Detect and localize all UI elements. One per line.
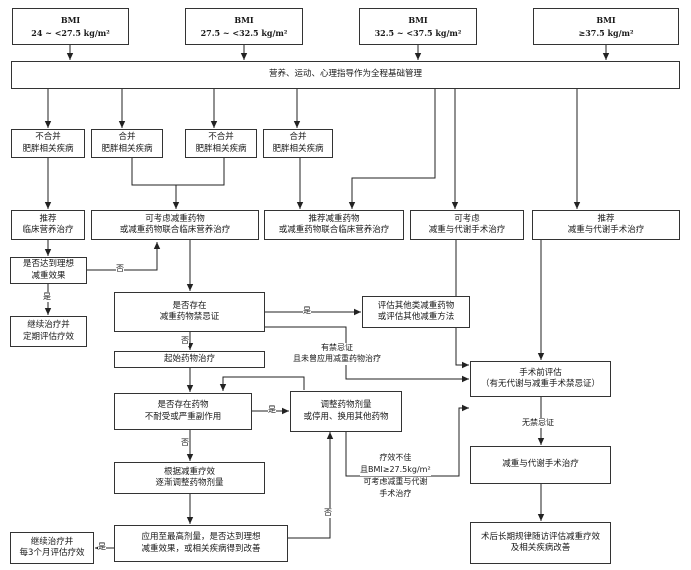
bmi-range: ≥37.5 kg/m² (578, 27, 634, 38)
poor-line4: 手术治疗 (379, 489, 412, 498)
drug-contraindication-box: 是否存在 减重药物禁忌证 (114, 292, 265, 332)
titrate-line1: 根据减重疗效 (163, 466, 215, 477)
bmi-box-4: BMI ≥37.5 kg/m² (533, 8, 679, 45)
comorbidity-line2: 肥胖相关疾病 (22, 143, 74, 154)
bmi-box-1: BMI 24 ~ <27.5 kg/m² (12, 8, 129, 45)
label-no-maxdose: 否 (324, 508, 332, 519)
comorbidity-line1: 合并 (118, 132, 136, 143)
treatment-line2: 或减重药物联合临床营养治疗 (278, 225, 390, 235)
poor-line3: 可考虑减重与代谢 (363, 477, 428, 486)
start-drug-box: 起始药物治疗 (114, 351, 265, 368)
treatment-box-consider-drug: 可考虑减重药物 或减重药物联合临床营养治疗 (91, 210, 259, 240)
continue3-line2: 每3个月评估疗效 (19, 548, 85, 558)
contra-note-line1: 有禁忌证 (321, 343, 353, 352)
bmi-title: BMI (60, 15, 81, 26)
label-yes-contra: 是 (303, 306, 311, 317)
comorbidity-box-2: 合并 肥胖相关疾病 (91, 129, 163, 158)
treatment-line2: 临床营养治疗 (22, 225, 74, 235)
poor-line1: 疗效不佳 (379, 453, 412, 462)
treatment-box-recommend-surgery: 推荐 减重与代谢手术治疗 (532, 210, 680, 240)
preop-line2: （有无代谢与减重手术禁忌证） (480, 379, 600, 389)
continue-line2: 定期评估疗效 (22, 331, 74, 342)
continue3-line1: 继续治疗并 (30, 536, 74, 547)
contra-line2: 减重药物禁忌证 (159, 312, 220, 322)
treatment-box-nutrition: 推荐 临床营养治疗 (11, 210, 85, 240)
bmi-range: 27.5 ~ <32.5 kg/m² (200, 27, 288, 38)
poor-efficacy-note: 疗效不佳 且BMI≥27.5kg/m² 可考虑减重与代谢 手术治疗 (360, 452, 431, 500)
preop-assessment-box: 手术前评估 （有无代谢与减重手术禁忌证） (470, 361, 611, 397)
comorbidity-box-3: 不合并 肥胖相关疾病 (185, 129, 257, 158)
label-no-contraindication: 无禁忌证 (522, 418, 554, 429)
label-yes-maxdose: 是 (98, 542, 106, 553)
bmi-range: 32.5 ~ <37.5 kg/m² (374, 27, 462, 38)
bmi-title: BMI (408, 15, 428, 26)
comorbidity-box-4: 合并 肥胖相关疾病 (263, 129, 333, 158)
label-yes-ideal: 是 (43, 292, 51, 303)
label-yes-intol: 是 (268, 405, 276, 416)
label-no-contra: 否 (181, 336, 189, 347)
titrate-line2: 逐渐调整药物剂量 (155, 478, 224, 488)
label-no-intol: 否 (181, 438, 189, 449)
postop-followup-box: 术后长期规律随访评估减重疗效 及相关疾病改善 (470, 522, 611, 564)
intol-line1: 是否存在药物 (157, 400, 209, 411)
preop-line1: 手术前评估 (519, 367, 562, 378)
ideal-effect-box: 是否达到理想 减重效果 (10, 257, 87, 284)
other-methods-box: 评估其他类减重药物 或评估其他减重方法 (362, 296, 470, 328)
basic-management-text: 营养、运动、心理指导作为全程基础管理 (268, 69, 422, 80)
contraindication-note: 有禁忌证 且未曾应用减重药物治疗 (291, 343, 383, 365)
treatment-line2: 或减重药物联合临床营养治疗 (119, 225, 231, 235)
comorbidity-box-1: 不合并 肥胖相关疾病 (11, 129, 85, 158)
surgery-box: 减重与代谢手术治疗 (470, 446, 611, 484)
continue-3month-box: 继续治疗并 每3个月评估疗效 (10, 532, 94, 564)
continue-line1: 继续治疗并 (27, 320, 70, 331)
treatment-line1: 可考虑减重药物 (145, 213, 205, 224)
other-line2: 或评估其他减重方法 (377, 312, 455, 322)
comorbidity-line1: 不合并 (35, 132, 61, 143)
intolerance-box: 是否存在药物 不耐受或严重副作用 (114, 393, 252, 430)
contra-note-line2: 且未曾应用减重药物治疗 (293, 353, 381, 363)
treatment-line2: 减重与代谢手术治疗 (428, 225, 506, 235)
adjust-line2: 或停用、换用其他药物 (303, 411, 389, 422)
bmi-title: BMI (234, 15, 254, 26)
comorbidity-line1: 不合并 (208, 132, 234, 143)
comorbidity-line2: 肥胖相关疾病 (272, 143, 324, 154)
titrate-dose-box: 根据减重疗效 逐渐调整药物剂量 (114, 462, 265, 494)
other-line1: 评估其他类减重药物 (377, 300, 455, 311)
maxdose-line1: 应用至最高剂量，是否达到理想 (141, 532, 261, 543)
adjust-line1: 调整药物剂量 (320, 400, 372, 411)
max-dose-box: 应用至最高剂量，是否达到理想 减重效果，或相关疾病得到改善 (114, 525, 288, 562)
comorbidity-line2: 肥胖相关疾病 (195, 143, 247, 154)
comorbidity-line2: 肥胖相关疾病 (101, 143, 153, 154)
postop-line2: 及相关疾病改善 (510, 543, 571, 553)
bmi-title: BMI (596, 15, 616, 26)
treatment-box-recommend-drug: 推荐减重药物 或减重药物联合临床营养治疗 (264, 210, 404, 240)
treatment-line1: 推荐 (39, 213, 57, 224)
bmi-box-2: BMI 27.5 ~ <32.5 kg/m² (185, 8, 303, 45)
continue-treatment-box: 继续治疗并 定期评估疗效 (10, 316, 87, 347)
intol-line2: 不耐受或严重副作用 (144, 411, 222, 422)
contra-line1: 是否存在 (172, 300, 207, 311)
adjust-drug-box: 调整药物剂量 或停用、换用其他药物 (290, 391, 402, 432)
ideal-line1: 是否达到理想 (22, 259, 74, 270)
postop-line1: 术后长期规律随访评估减重疗效 (480, 531, 600, 542)
ideal-line2: 减重效果 (31, 270, 66, 281)
start-text: 起始药物治疗 (163, 353, 215, 364)
surgery-text: 减重与代谢手术治疗 (502, 459, 579, 470)
label-no-ideal: 否 (116, 264, 124, 275)
treatment-line2: 减重与代谢手术治疗 (567, 225, 645, 235)
poor-line2: 且BMI≥27.5kg/m² (360, 464, 431, 476)
bmi-box-3: BMI 32.5 ~ <37.5 kg/m² (359, 8, 477, 45)
comorbidity-line1: 合并 (289, 132, 307, 143)
basic-management-box: 营养、运动、心理指导作为全程基础管理 (11, 61, 680, 89)
treatment-line1: 可考虑 (454, 213, 480, 224)
bmi-range: 24 ~ <27.5 kg/m² (31, 27, 110, 38)
treatment-box-consider-surgery: 可考虑 减重与代谢手术治疗 (410, 210, 524, 240)
maxdose-line2: 减重效果，或相关疾病得到改善 (141, 543, 261, 554)
treatment-line1: 推荐减重药物 (308, 213, 360, 224)
treatment-line1: 推荐 (597, 213, 615, 224)
